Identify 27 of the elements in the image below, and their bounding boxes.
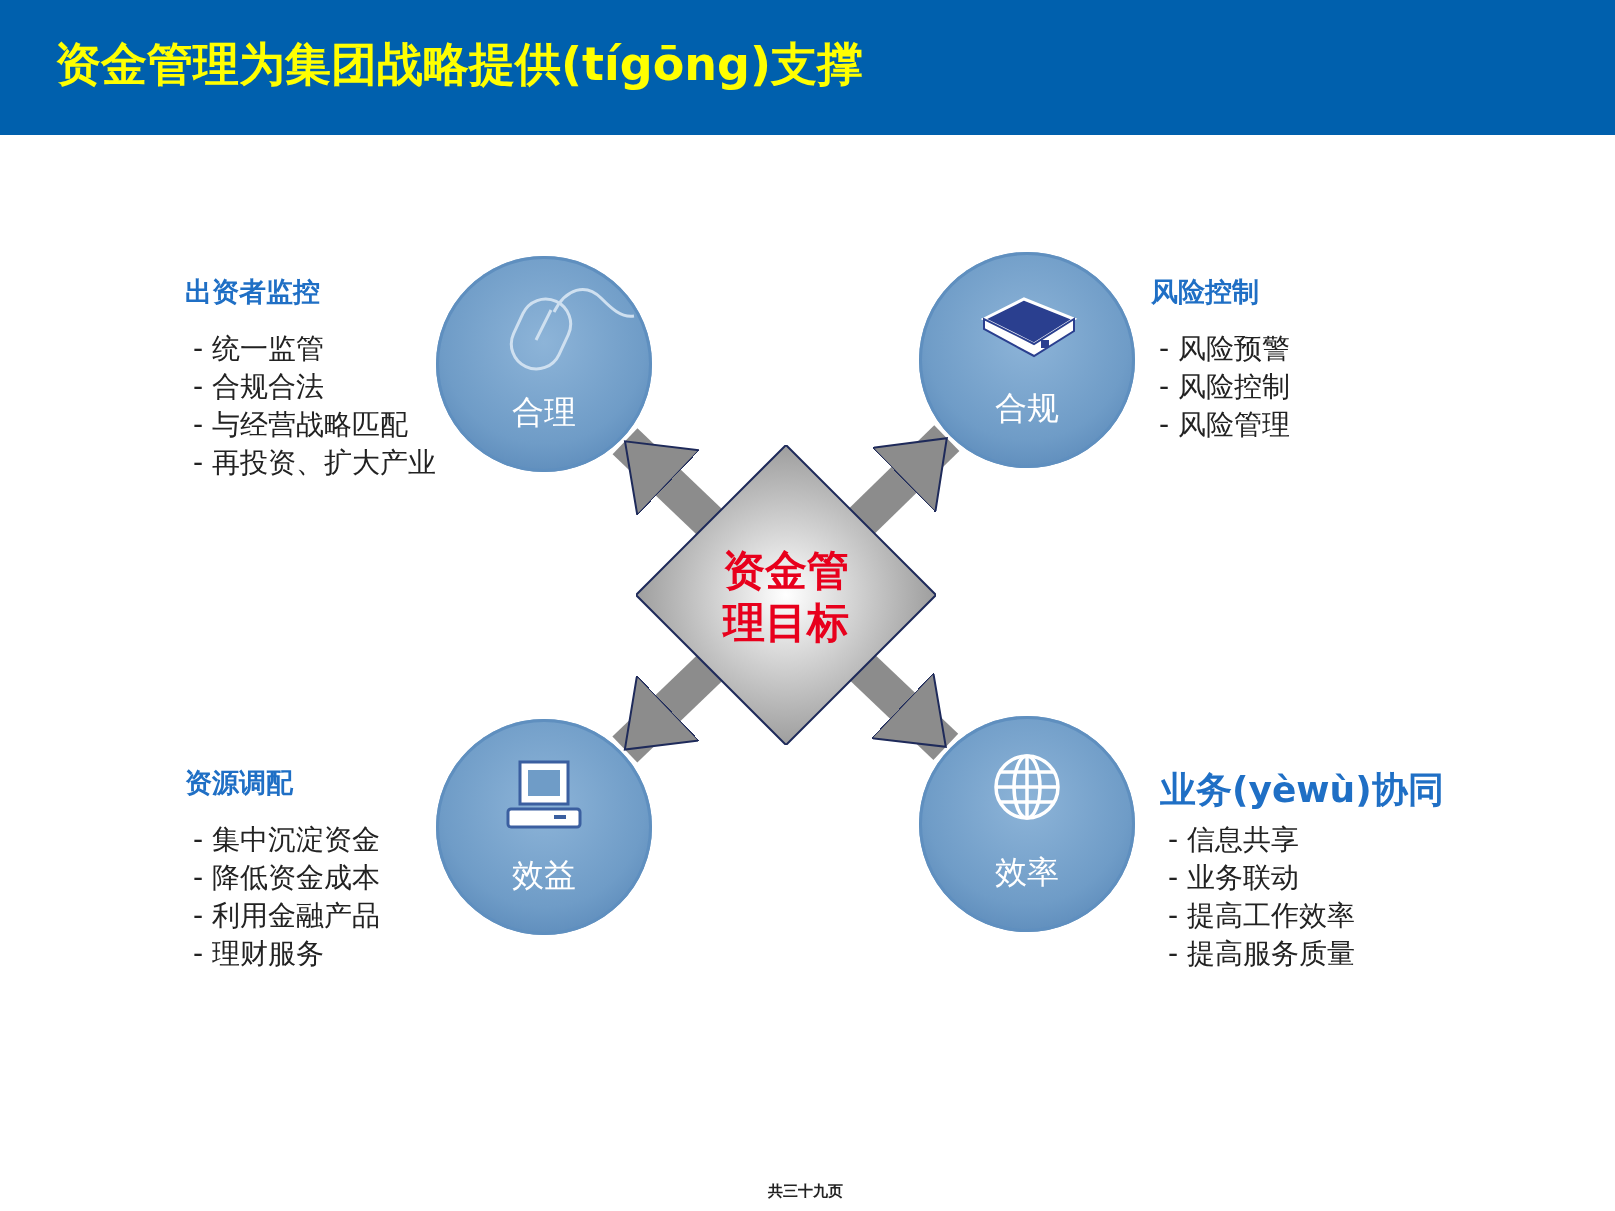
bullet-item: - 统一监管: [193, 331, 324, 367]
bullet-item: - 利用金融产品: [193, 898, 380, 934]
bullet-item: - 再投资、扩大产业: [193, 445, 436, 481]
goal-diamond: [636, 445, 936, 745]
section-heading: 业务(yèwù)协同: [1160, 768, 1444, 812]
goal-text: 资金管理目标: [721, 545, 850, 649]
section-heading: 风险控制: [1151, 275, 1259, 309]
circle-label: 合规: [994, 388, 1060, 429]
bullet-item: - 与经营战略匹配: [193, 407, 408, 443]
bullet-item: - 风险预警: [1159, 331, 1290, 367]
bullet-item: - 合规合法: [193, 369, 324, 405]
circle-label: 合理: [511, 392, 577, 433]
bullet-item: - 理财服务: [193, 936, 324, 972]
bullet-item: - 降低资金成本: [193, 860, 380, 896]
bullet-item: - 集中沉淀资金: [193, 822, 380, 858]
bullet-item: - 业务联动: [1168, 860, 1299, 896]
bullet-item: - 信息共享: [1168, 822, 1299, 858]
circle-label: 效率: [994, 852, 1060, 893]
bullet-item: - 风险控制: [1159, 369, 1290, 405]
section-heading: 出资者监控: [185, 275, 320, 309]
slide-title: 资金管理为集团战略提供(tígōng)支撑: [55, 36, 863, 93]
bullet-item: - 风险管理: [1159, 407, 1290, 443]
section-heading: 资源调配: [185, 766, 293, 800]
page-footer: 共三十九页: [768, 1182, 843, 1201]
bullet-item: - 提高工作效率: [1168, 898, 1355, 934]
circle-label: 效益: [511, 855, 577, 896]
bullet-item: - 提高服务质量: [1168, 936, 1355, 972]
